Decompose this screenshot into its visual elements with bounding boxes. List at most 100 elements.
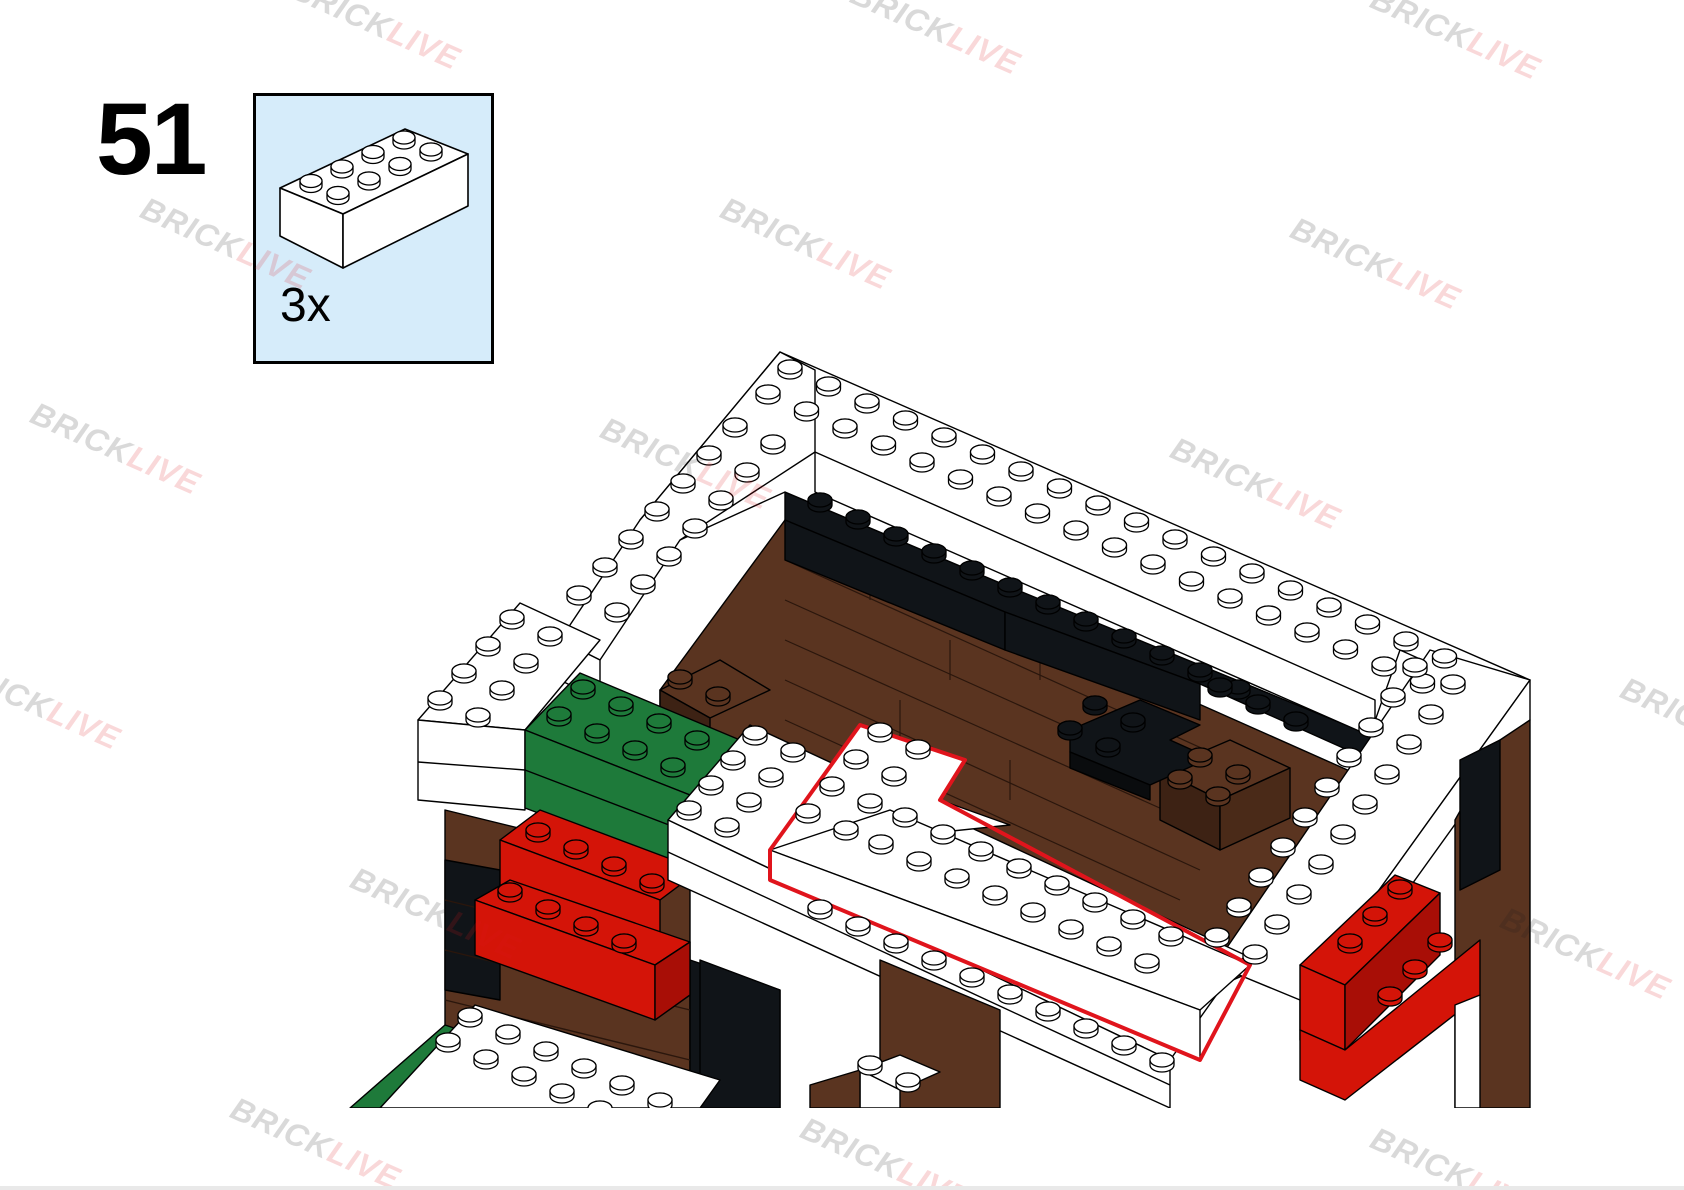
black-stud (883, 526, 909, 547)
new-brick-stud (1134, 953, 1160, 974)
black-stud (1073, 611, 1099, 632)
right-wall-stud (1380, 687, 1406, 708)
red-stud (1387, 879, 1413, 900)
front-stud (720, 750, 746, 771)
back-wall-stud (1393, 631, 1419, 652)
black-stud (1035, 594, 1061, 615)
parts-callout: 3x (253, 93, 494, 364)
lower-stud (647, 1092, 673, 1108)
part-quantity: 3x (280, 279, 331, 332)
front-stud (758, 767, 784, 788)
back-wall-stud (909, 452, 935, 473)
red-stud (563, 839, 589, 860)
callout-stud (330, 159, 354, 179)
black-stud (1187, 662, 1213, 683)
front-stud (1035, 1001, 1061, 1022)
new-brick-stud (982, 885, 1008, 906)
brown-stud (667, 669, 693, 690)
new-brick-stud (1058, 919, 1084, 940)
brown-stud (1205, 786, 1231, 807)
black-stud (1111, 628, 1137, 649)
brown-stud (705, 686, 731, 707)
left-wall-stud (618, 529, 644, 550)
lower-stud (533, 1041, 559, 1062)
red-stud (1362, 906, 1388, 927)
back-wall-stud (854, 393, 880, 414)
back-wall-stud (1063, 520, 1089, 541)
front-stud (742, 725, 768, 746)
new-brick-stud (1082, 892, 1108, 913)
new-brick-stud (1020, 902, 1046, 923)
red-stud (1402, 959, 1428, 980)
new-brick-stud (1006, 858, 1032, 879)
callout-stud (299, 173, 323, 194)
new-brick-stud (843, 749, 869, 770)
back-wall-stud (892, 410, 919, 431)
left-wall-stud (566, 585, 592, 606)
back-wall-stud (755, 384, 781, 405)
black-stud (1057, 720, 1083, 741)
back-wall-stud (1162, 529, 1188, 550)
corner-stud (489, 680, 515, 701)
green-stud (546, 706, 572, 727)
callout-stud (326, 185, 350, 206)
new-brick-stud (905, 739, 931, 760)
back-wall-stud (1239, 563, 1265, 584)
left-wall-stud (604, 602, 630, 623)
lower-stud (549, 1083, 575, 1104)
right-wall-stud (1308, 854, 1334, 875)
right-wall-stud (1286, 884, 1312, 905)
new-brick-stud (795, 803, 821, 824)
black-stud (1207, 677, 1233, 698)
right-wall-stud (1402, 657, 1428, 678)
new-brick-stud (1044, 875, 1070, 896)
green-stud (570, 679, 596, 700)
callout-stud (419, 142, 443, 162)
callout-stud (392, 130, 416, 150)
left-wall-stud (630, 574, 656, 595)
back-wall-stud (1200, 546, 1227, 567)
left-wall-stud (760, 434, 786, 455)
black-stud (1283, 711, 1309, 732)
red-stud (573, 916, 599, 937)
new-brick-stud (867, 722, 893, 743)
new-brick-stud (906, 851, 932, 872)
black-stud (959, 560, 985, 581)
callout-stud (361, 144, 385, 165)
left-wall-stud (670, 473, 696, 494)
corner-stud (465, 707, 491, 728)
back-wall-stud (1085, 495, 1111, 516)
back-wall-stud (1101, 537, 1128, 558)
back-wall-stud (1332, 639, 1359, 660)
new-brick-stud (868, 834, 894, 855)
back-wall-stud (947, 469, 974, 490)
back-wall-stud (832, 418, 858, 439)
back-wall-stud (969, 444, 996, 465)
red-stud (497, 882, 523, 903)
back-wall-stud (870, 435, 897, 456)
red-stud (1427, 932, 1453, 953)
green-stud (660, 757, 686, 778)
back-wall-stud (815, 376, 842, 397)
new-brick-stud (881, 766, 907, 787)
lower-stud (571, 1058, 597, 1079)
black-stud (1245, 694, 1271, 715)
black-stud (1082, 695, 1108, 716)
right-wall-stud (1418, 704, 1444, 725)
right-wall-stud (1314, 777, 1340, 798)
corner-stud (499, 609, 525, 630)
back-wall-stud (1316, 597, 1342, 618)
page-bottom-border (0, 1186, 1684, 1190)
red-stud (639, 873, 665, 894)
right-wall-stud (1242, 944, 1268, 965)
front-stud (1149, 1052, 1175, 1073)
lower-stud (895, 1072, 921, 1093)
right-wall-stud (1264, 914, 1290, 935)
red-stud (1377, 986, 1403, 1007)
front-stud (676, 800, 702, 821)
right-wall-stud (1440, 674, 1466, 695)
front-stud (1073, 1018, 1099, 1039)
left-wall-stud (734, 462, 760, 483)
lower-stud (473, 1049, 499, 1070)
